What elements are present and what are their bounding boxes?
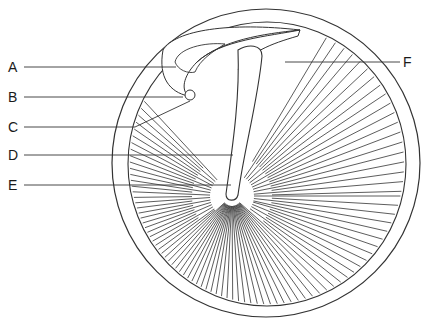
radial-fibre bbox=[236, 205, 284, 303]
radial-fibre bbox=[144, 101, 217, 180]
radial-fibre bbox=[143, 202, 211, 223]
radial-fibre bbox=[246, 55, 352, 180]
radial-fibre bbox=[234, 206, 251, 303]
radial-fibre bbox=[239, 203, 327, 290]
radial-fibre bbox=[141, 108, 203, 168]
callout-letter: C bbox=[8, 119, 18, 135]
membrane-rim bbox=[128, 22, 406, 306]
leader-line bbox=[24, 185, 231, 186]
radial-fibre bbox=[136, 122, 200, 171]
leader-line bbox=[24, 97, 183, 98]
radial-fibre bbox=[256, 48, 344, 164]
leader-line bbox=[24, 155, 233, 156]
malleus-handle bbox=[226, 46, 262, 200]
radial-fibre bbox=[159, 209, 215, 250]
radial-fibre bbox=[272, 172, 404, 191]
radial-fibre bbox=[141, 205, 194, 218]
radial-fibre bbox=[269, 132, 400, 182]
radial-fibre bbox=[268, 213, 366, 260]
radial-fibre bbox=[145, 210, 194, 228]
radial-fibre bbox=[132, 143, 213, 186]
radial-fibre bbox=[272, 191, 401, 195]
radial-fibre bbox=[233, 206, 239, 301]
ear-canal-ring bbox=[112, 9, 420, 317]
radial-fibre bbox=[196, 205, 228, 284]
callout-letter: D bbox=[8, 147, 18, 163]
radial-fibre bbox=[270, 209, 378, 247]
radial-fibre bbox=[254, 196, 400, 197]
radial-fibre bbox=[250, 209, 348, 278]
radial-fibre bbox=[260, 61, 361, 167]
radial-fibre bbox=[153, 207, 213, 241]
leader-line bbox=[135, 101, 190, 127]
radial-fibre bbox=[165, 203, 225, 258]
radial-fibre bbox=[254, 182, 403, 195]
radial-fibre bbox=[240, 203, 334, 287]
radial-fibre bbox=[134, 196, 192, 198]
radial-fibre bbox=[132, 186, 193, 192]
radial-fibre bbox=[168, 203, 225, 261]
radial-fibre bbox=[233, 206, 245, 302]
radial-fibre bbox=[238, 204, 312, 296]
radial-fibre bbox=[272, 198, 398, 205]
callout-letter: A bbox=[8, 59, 17, 75]
radial-fibre bbox=[253, 38, 327, 162]
radial-fibre bbox=[254, 162, 404, 192]
radial-fibre bbox=[265, 94, 385, 174]
radial-fibre bbox=[130, 162, 194, 183]
radial-fibre bbox=[250, 85, 381, 183]
leader-line bbox=[24, 127, 135, 128]
callout-letter: B bbox=[8, 89, 17, 105]
malleolar-fold bbox=[175, 44, 225, 73]
radial-fibre bbox=[232, 206, 234, 300]
radial-fibre bbox=[266, 217, 354, 272]
radial-fibre bbox=[237, 204, 298, 300]
radial-fibre bbox=[206, 206, 229, 290]
radial-fibre bbox=[253, 202, 383, 239]
leader-lines bbox=[24, 62, 400, 185]
radial-fibre bbox=[138, 115, 215, 181]
callout-letter: F bbox=[403, 54, 412, 70]
radial-fibre bbox=[251, 207, 360, 267]
pars-flaccida bbox=[162, 27, 300, 96]
leader-line bbox=[285, 62, 400, 63]
leader-line bbox=[24, 67, 176, 68]
radial-fibre bbox=[248, 69, 368, 181]
radial-fibre bbox=[135, 198, 210, 203]
radial-fibre bbox=[134, 129, 214, 184]
radial-fibre bbox=[130, 174, 193, 187]
callout-letter: E bbox=[8, 177, 17, 193]
radial-fibre bbox=[133, 192, 210, 195]
radial-fibre bbox=[133, 136, 198, 176]
lateral-process bbox=[185, 90, 195, 100]
radial-fibre bbox=[237, 205, 291, 302]
radial-fibre bbox=[235, 205, 270, 304]
